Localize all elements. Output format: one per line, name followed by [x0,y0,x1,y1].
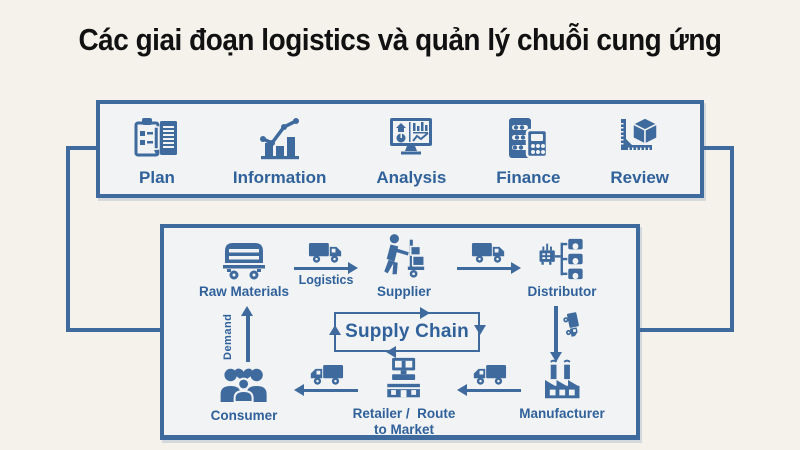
dashboard-monitor-icon [390,117,433,154]
node-supplier: Supplier [377,232,431,300]
connector-right-vertical [730,146,734,332]
factory-icon [544,359,580,399]
connector-right-top [702,146,734,150]
cycle-arrow-left-icon [386,345,396,358]
abacus-calculator-icon [509,117,549,158]
distributor-to-manufacturer-arrow [542,304,586,364]
node-consumer: Consumer [210,358,278,424]
demand-arrow-up: Demand [222,306,260,364]
arrow-head-icon [294,384,304,396]
cycle-arrow-right-icon [420,306,430,319]
clipboard-plan-icon [134,117,177,156]
connector-right-bottom [640,328,734,332]
node-label: Consumer [210,408,278,423]
supply-chain-panel: Raw Materials Logistics [160,224,640,440]
mine-cart-icon [222,243,265,280]
node-label: Retailer / Route to Market [352,406,456,437]
store-icon [387,357,421,398]
stage-label: Review [610,167,669,187]
node-raw-materials: Raw Materials [199,236,289,300]
arrow-head-icon [549,352,562,362]
truck-icon [563,312,579,337]
truck-icon [308,243,342,263]
stage-plan: Plan [131,113,183,188]
stage-label: Analysis [376,167,447,187]
node-retailer: Retailer / Route to Market [352,356,456,438]
logistics-arrow-right: Logistics [294,240,358,298]
arrow-shaft [294,267,351,271]
truck-arrow-left-1 [294,362,358,420]
node-label: Distributor [527,284,597,299]
node-distributor: Distributor [528,236,597,300]
cube-ruler-icon [620,116,659,150]
truck-icon [471,243,505,263]
distribution-network-icon [539,238,583,280]
connector-left-bottom [66,328,162,332]
node-manufacturer: Manufacturer [519,358,605,422]
page-title: Các giai đoạn logistics và quản lý chuỗi… [78,22,722,57]
arrow-head-icon [348,262,358,274]
node-label: Raw Materials [198,284,290,299]
bar-chart-trend-icon [259,117,299,159]
demand-label: Demand [222,313,234,360]
stages-panel: Plan Information [96,100,704,198]
stage-label: Finance [496,167,561,187]
truck-icon [473,365,507,385]
cycle-arrow-up-icon [328,325,341,335]
stage-label: Plan [139,167,175,187]
cycle-arrow-down-icon [473,325,486,335]
connector-left-top [66,146,98,150]
stage-review: Review [610,113,669,188]
stage-label: Information [232,167,327,187]
arrow-shaft [457,267,514,271]
truck-icon [310,365,344,385]
stage-analysis: Analysis [376,113,446,188]
arrow-head-icon [457,384,467,396]
arrow-head-icon [241,306,253,316]
stage-finance: Finance [496,113,560,188]
worker-handtruck-icon [384,234,425,278]
node-label: Manufacturer [519,406,605,421]
arrow-shaft [245,314,250,362]
truck-arrow-left-2 [457,362,521,420]
supply-chain-label: Supply Chain [345,321,469,342]
arrow-shaft [554,306,558,352]
supply-chain-cycle-box: Supply Chain [328,306,486,358]
logistics-label: Logistics [298,273,354,287]
node-label: Supplier [376,284,432,299]
family-icon [220,368,267,403]
stage-information: Information [232,113,327,188]
arrow-head-icon [511,262,521,274]
arrow-shaft [464,389,521,393]
connector-left-vertical [66,146,70,332]
arrow-shaft [301,389,358,393]
truck-arrow-right [457,240,521,298]
